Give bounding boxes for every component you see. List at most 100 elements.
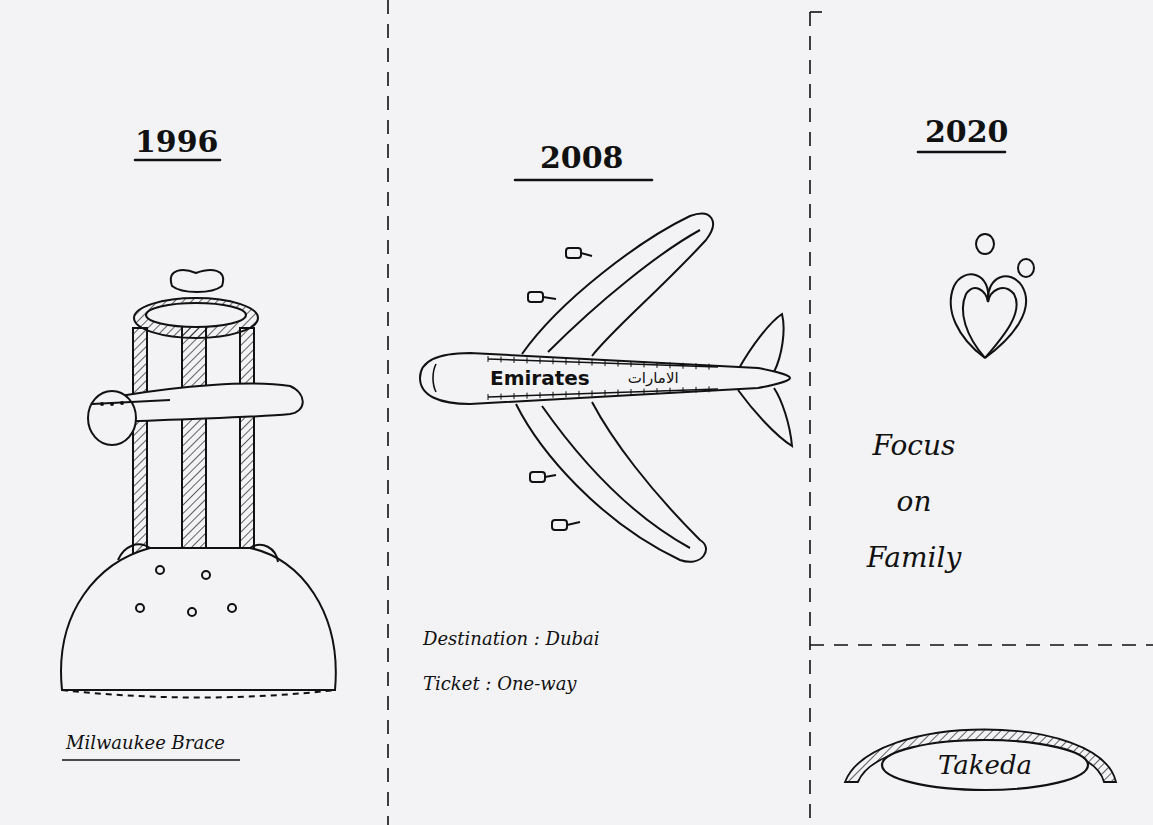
window-tick — [527, 393, 528, 399]
family-logo — [951, 234, 1034, 358]
window-tick — [670, 388, 671, 394]
window-tick — [605, 360, 606, 366]
window-tick — [592, 390, 593, 396]
plane-wing — [516, 402, 706, 562]
window-tick — [553, 392, 554, 398]
window-tick — [618, 361, 619, 367]
year-underline — [515, 179, 652, 182]
panel-divider — [810, 644, 1153, 646]
window-tick — [592, 360, 593, 366]
plane-engine — [530, 472, 545, 482]
airline-name: Emirates — [490, 366, 590, 390]
wing-edge — [548, 230, 700, 352]
brace-drawing — [61, 270, 336, 697]
brand-name: Takeda — [938, 750, 1032, 780]
label-underline — [62, 759, 240, 761]
year-underline — [135, 159, 220, 162]
brace-pad — [88, 391, 136, 445]
girdle-edge — [150, 547, 250, 549]
logo-heart — [985, 288, 1017, 358]
note-label: Destination : Dubai — [423, 628, 600, 649]
window-tick — [579, 391, 580, 397]
window-tick — [644, 389, 645, 395]
window-tick — [657, 362, 658, 368]
logo-heart — [963, 288, 988, 358]
plane-tail — [738, 314, 784, 372]
panel-tick — [810, 11, 822, 13]
plane-tail — [738, 388, 792, 446]
girdle-hole — [202, 571, 210, 579]
engine-pylon — [545, 475, 556, 477]
girdle-hole — [188, 608, 196, 616]
brace-upright — [133, 328, 147, 560]
engine-pylon — [543, 297, 556, 299]
window-tick — [683, 363, 684, 369]
window-tick — [501, 356, 502, 362]
girdle-flare — [250, 545, 278, 562]
airline-name: الامارات — [628, 369, 679, 387]
year-heading: 2020 — [925, 114, 1009, 149]
note-label: Focus on Family — [858, 418, 970, 586]
belt-hole — [120, 401, 124, 405]
girdle-flare — [118, 544, 150, 560]
engine-pylon — [581, 253, 592, 256]
pelvic-girdle — [61, 548, 336, 690]
fuselage-outline — [420, 353, 790, 404]
window-tick — [631, 389, 632, 395]
girdle-hole — [136, 604, 144, 612]
window-tick — [618, 389, 619, 395]
window-tick — [605, 390, 606, 396]
badge-outline — [882, 740, 1088, 790]
window-tick — [540, 392, 541, 398]
window-tick — [566, 391, 567, 397]
belt-hole — [110, 402, 114, 406]
window-tick — [501, 394, 502, 400]
engine-pylon — [567, 522, 580, 525]
window-tick — [553, 358, 554, 364]
panel-divider — [809, 12, 811, 825]
neck-ring — [134, 298, 258, 338]
plane-fuselage: Emirates الامارات — [418, 348, 793, 408]
chin-pad — [171, 270, 223, 292]
window-tick — [696, 363, 697, 369]
brace-belt — [120, 384, 303, 422]
wing-edge — [542, 406, 690, 548]
node-outline — [418, 348, 793, 408]
girdle-hole — [156, 566, 164, 574]
panel-divider — [387, 0, 389, 825]
plane-wing — [522, 214, 713, 356]
window-tick — [709, 386, 710, 392]
window-tick — [514, 357, 515, 363]
brace-upright — [240, 328, 254, 560]
plane-engine — [528, 292, 543, 302]
window-tick — [488, 394, 489, 400]
window-tick — [631, 361, 632, 367]
window-tick — [540, 358, 541, 364]
cockpit-line — [433, 364, 436, 392]
logo-heart — [985, 276, 1026, 358]
year-heading: 1996 — [135, 124, 219, 159]
window-tick — [527, 357, 528, 363]
belt-hole — [100, 402, 104, 406]
note-label: Ticket : One-way — [423, 673, 577, 694]
window-tick — [683, 387, 684, 393]
year-heading: 2008 — [540, 140, 624, 175]
window-tick — [696, 387, 697, 393]
neck-ring-inner — [146, 303, 246, 327]
window-tick — [670, 362, 671, 368]
girdle-edge — [62, 690, 335, 698]
note-label: Milwaukee Brace — [66, 732, 225, 753]
logo-head — [976, 234, 994, 254]
window-tick — [514, 393, 515, 399]
logo-heart — [951, 274, 989, 358]
window-tick — [488, 356, 489, 362]
plane-engine — [566, 248, 581, 258]
plane-engine — [552, 520, 567, 530]
window-tick — [579, 359, 580, 365]
window-tick — [644, 361, 645, 367]
window-tick — [657, 388, 658, 394]
logo-head — [1018, 259, 1034, 277]
window-tick — [709, 364, 710, 370]
girdle-hole — [228, 604, 236, 612]
